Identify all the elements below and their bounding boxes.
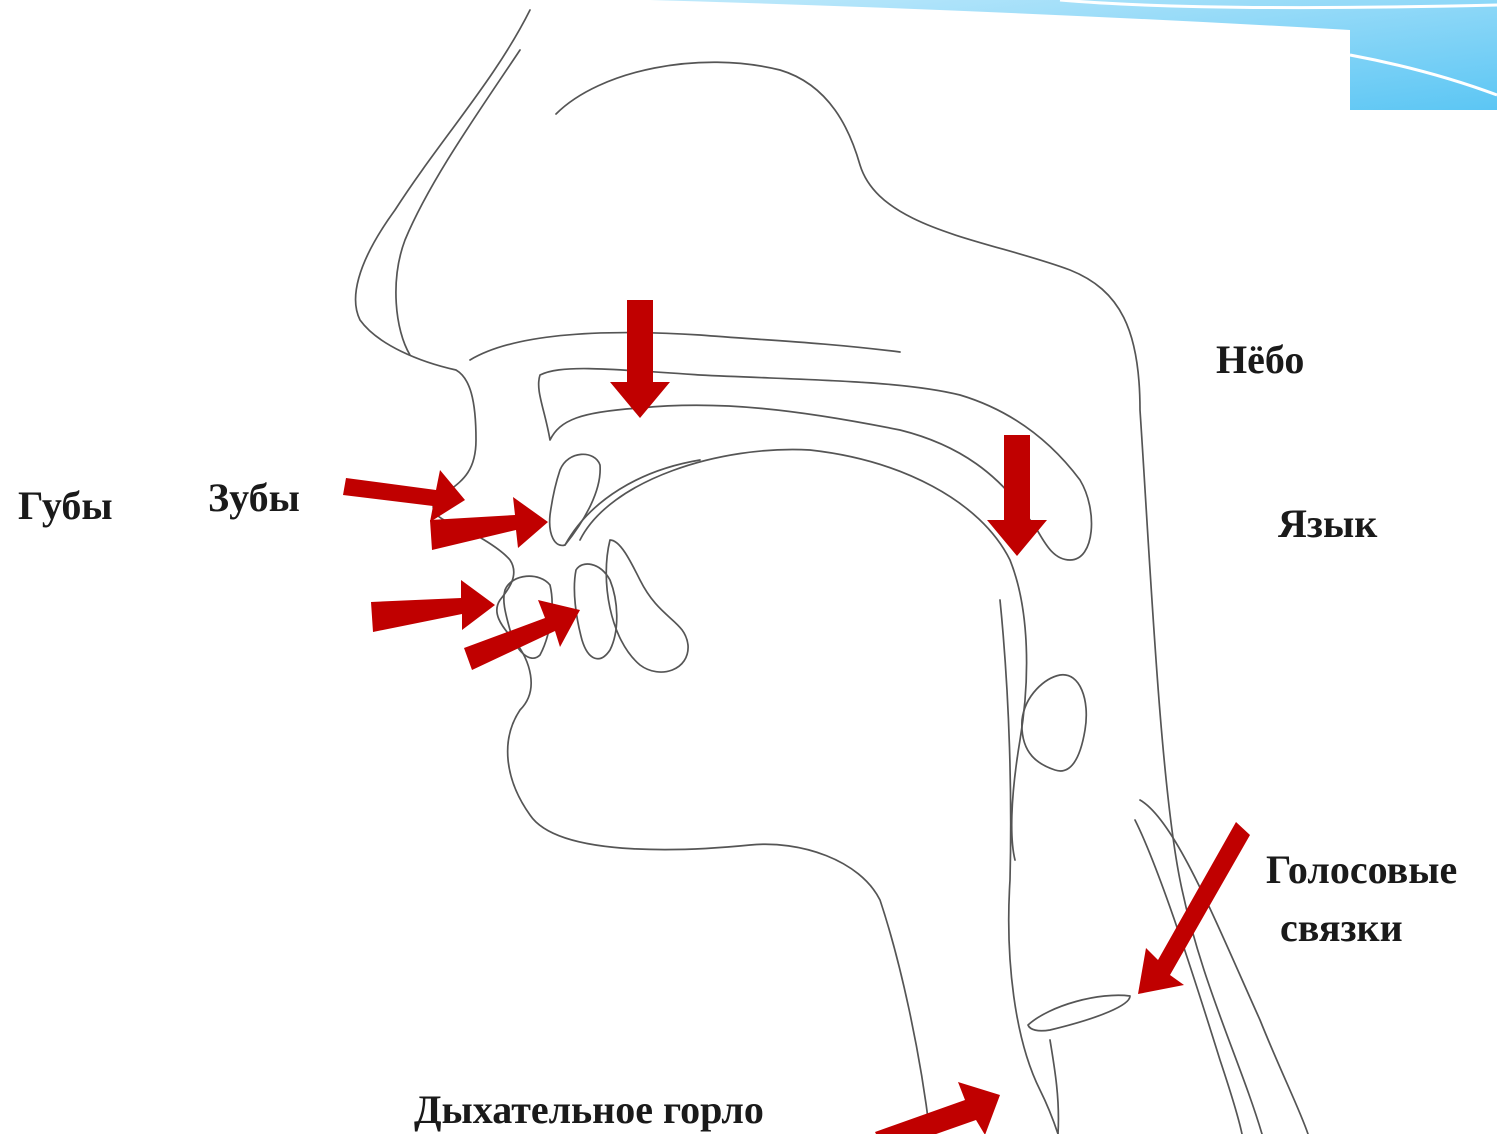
label-windpipe: Дыхательное горло <box>414 1086 764 1133</box>
arrow-windpipe <box>875 1082 1000 1134</box>
upper-tooth <box>550 454 601 545</box>
epiglottis <box>1022 675 1086 771</box>
nostril-line <box>396 50 520 355</box>
label-teeth: Зубы <box>208 474 300 521</box>
label-palate: Нёбо <box>1216 336 1304 383</box>
arrow-vocal-cords <box>1138 822 1250 994</box>
tongue-tip <box>606 540 688 672</box>
arrow-palate-front <box>610 300 670 418</box>
face-profile <box>356 10 930 1134</box>
throat-front-wall <box>1000 600 1058 1134</box>
sinus-line <box>470 333 900 360</box>
label-vocal-cords-line2: связки <box>1280 904 1403 951</box>
arrow-lips-lower <box>371 580 495 632</box>
vocal-cord-shape <box>1028 995 1130 1030</box>
tongue-outline <box>580 450 1027 860</box>
label-lips: Губы <box>18 482 113 529</box>
arrow-lips-upper <box>343 470 465 522</box>
trachea-back-wall <box>1050 1040 1058 1134</box>
label-vocal-cords-line1: Голосовые <box>1266 846 1457 893</box>
decorative-banner <box>650 0 1497 110</box>
label-tongue: Язык <box>1278 500 1377 547</box>
